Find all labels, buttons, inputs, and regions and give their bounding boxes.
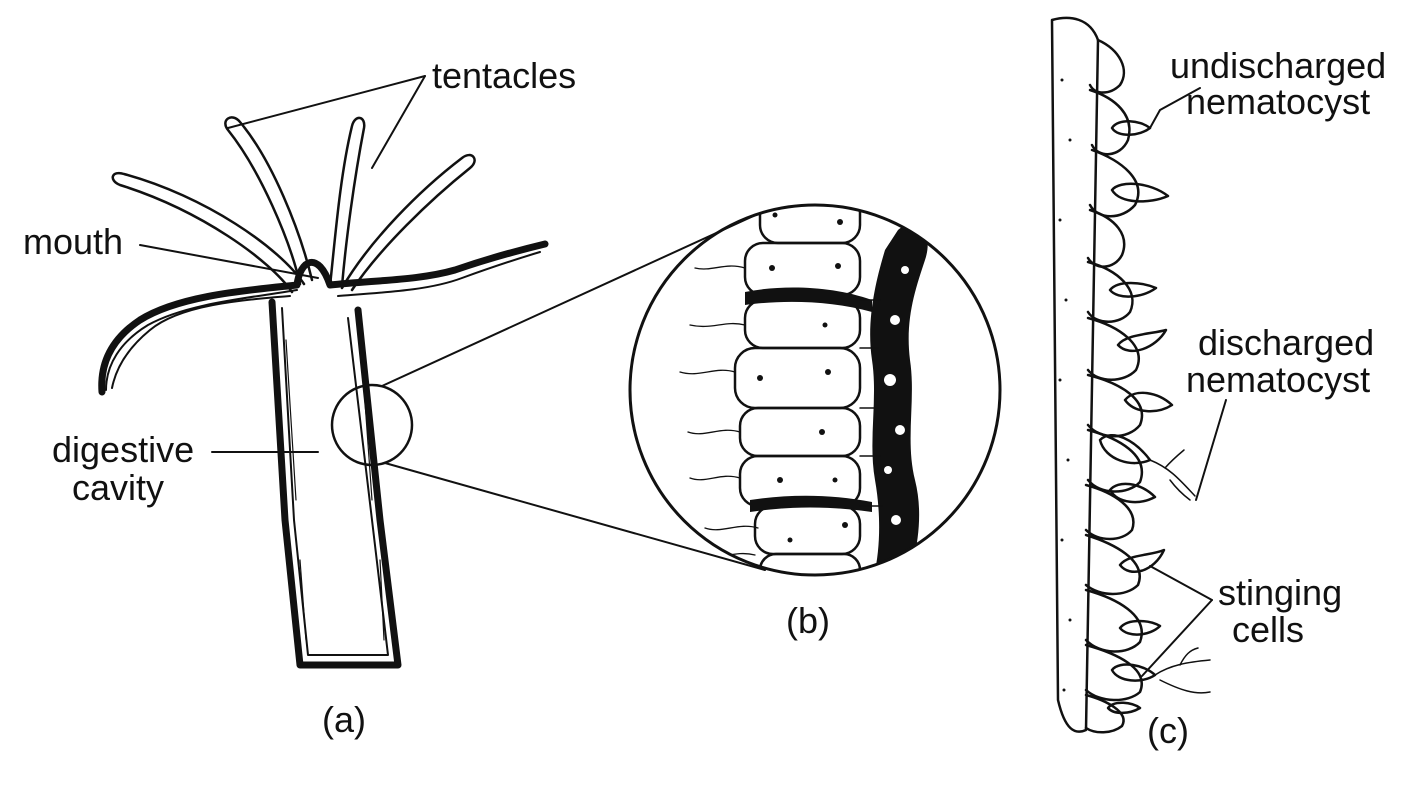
cell-row: [1086, 428, 1144, 493]
panel-a-hydra: tentacles mouth digestive cavity (a): [23, 55, 766, 740]
label-undischarged-nematocyst: nematocyst: [1186, 81, 1370, 122]
dark-band-top: [745, 287, 872, 312]
nematocyst: [1116, 328, 1168, 353]
cnidocyte-column: [1084, 38, 1144, 734]
label-stinging-cells: cells: [1232, 609, 1304, 650]
label-tentacles: tentacles: [432, 55, 576, 96]
hydra-body-shading: [285, 339, 385, 641]
cell-row: [1086, 316, 1140, 381]
cell-row: [1084, 483, 1135, 541]
label-cavity: cavity: [72, 467, 164, 508]
cell-row: [1084, 643, 1143, 702]
magnified-circle-outline: [628, 203, 1002, 577]
caption-c: (c): [1147, 710, 1189, 751]
label-digestive: digestive: [52, 429, 194, 470]
gastrodermis-wall: [870, 224, 928, 575]
nematocyst: [1098, 434, 1152, 465]
cell-row: [1084, 533, 1141, 596]
cell-row: [1084, 693, 1125, 734]
hydra-body-inner-wall: [111, 251, 541, 656]
leader-discharged: [1195, 399, 1227, 501]
tentacle-2: [224, 116, 314, 286]
cell: [753, 504, 862, 556]
discharged-thread: [1149, 449, 1196, 501]
nematocyst: [1118, 548, 1166, 574]
leader-tentacles-a: [227, 75, 426, 129]
cell-row: [1086, 373, 1144, 438]
cell-row: [1088, 38, 1126, 94]
label-mouth: mouth: [23, 221, 123, 262]
cell-nuclei: [757, 212, 848, 543]
nematocyst: [1110, 182, 1170, 203]
leader-undischarged: [1149, 87, 1201, 129]
cilia: [679, 265, 759, 558]
zoom-line-top: [381, 212, 761, 387]
panel-b-magnified-wall: (b): [628, 203, 1002, 641]
leader-tentacles-b: [371, 75, 426, 169]
label-discharged-nematocyst: nematocyst: [1186, 359, 1370, 400]
caption-a: (a): [322, 699, 366, 740]
wall-specks: [884, 266, 909, 525]
label-stinging: stinging: [1218, 572, 1342, 613]
nematocyst: [1108, 482, 1157, 504]
leader-stinging-a: [1149, 565, 1213, 601]
cell: [738, 406, 862, 458]
nematocyst: [1110, 120, 1152, 136]
label-discharged: discharged: [1198, 322, 1374, 363]
tentacle-3: [328, 116, 366, 288]
caption-b: (b): [786, 600, 830, 641]
zoom-line-bottom: [384, 462, 766, 571]
label-undischarged: undischarged: [1170, 45, 1386, 86]
discharged-thread: [1154, 647, 1211, 694]
nematocyst-capsules: [1098, 120, 1174, 715]
support-layer: [1050, 16, 1100, 733]
epidermis-cells: [733, 205, 862, 575]
nematocyst: [1118, 619, 1162, 636]
cell: [733, 346, 862, 410]
leader-stinging-b: [1141, 599, 1213, 677]
panel-c-stinging-cells: undischarged nematocyst discharged nemat…: [1050, 16, 1386, 751]
hydra-body-outline: [98, 240, 549, 669]
cell: [743, 241, 862, 297]
cell: [743, 298, 862, 350]
tentacle-1: [111, 171, 306, 294]
nematocyst: [1106, 701, 1142, 715]
nematocyst: [1123, 391, 1174, 413]
tentacle-4: [340, 153, 476, 292]
leader-mouth: [139, 244, 319, 279]
nematocyst: [1108, 281, 1158, 298]
support-stipple: [1058, 78, 1072, 692]
hydra-left-arm: [105, 289, 298, 391]
cell: [758, 205, 862, 245]
magnifier-circle: [330, 383, 414, 467]
cell-partitions: [859, 299, 883, 507]
dark-band-bottom: [750, 495, 872, 512]
